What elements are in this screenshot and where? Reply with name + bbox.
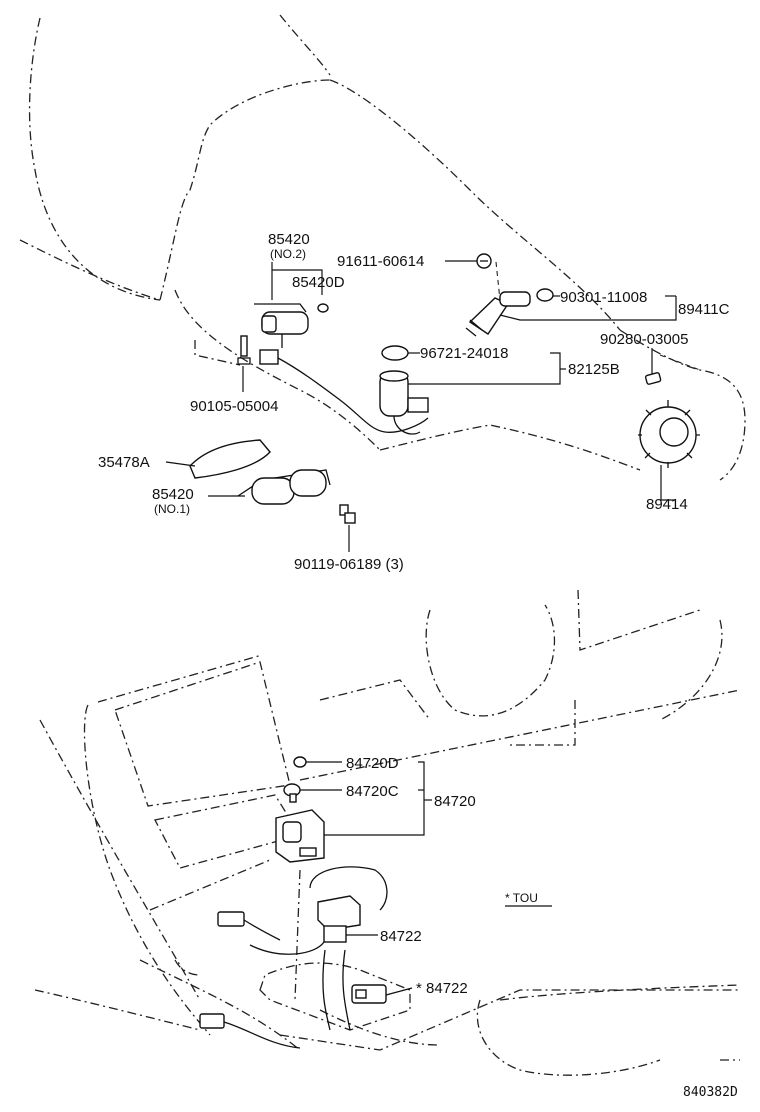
label-84720c: 84720C xyxy=(346,783,399,800)
connector-left-lower xyxy=(199,1013,301,1049)
vehicle-body-outline-top xyxy=(19,14,746,481)
label-82125b: 82125B xyxy=(568,361,620,378)
switch-84722-tou xyxy=(351,984,387,1004)
shift-lever-boot xyxy=(309,866,388,1031)
label-35478a: 35478A xyxy=(98,454,150,471)
label-84722: 84722 xyxy=(380,928,422,945)
switch-84720 xyxy=(275,809,325,863)
label-89411c: 89411C xyxy=(678,301,730,318)
solenoid-85420-no2 xyxy=(254,303,429,433)
label-85420-no2: 85420 xyxy=(268,231,310,248)
part-84720d xyxy=(293,756,307,768)
label-tou-note: * TOU xyxy=(505,891,538,905)
label-84720d: 84720D xyxy=(346,755,399,772)
o-ring-85420d xyxy=(317,303,329,313)
bolt-90119 xyxy=(339,504,356,524)
timing-rotor-89414 xyxy=(638,400,700,468)
key-90280 xyxy=(644,372,662,385)
label-90301: 90301-11008 xyxy=(560,289,647,306)
grommet-96721 xyxy=(381,345,409,361)
label-90105: 90105-05004 xyxy=(190,398,278,415)
label-91611: 91611-60614 xyxy=(337,253,424,270)
diagram-id: 840382D xyxy=(683,1085,738,1100)
label-85420-no1: 85420 xyxy=(152,486,194,503)
label-89414: 89414 xyxy=(646,496,688,513)
label-85420d: 85420D xyxy=(292,274,345,291)
connector-82125b xyxy=(379,370,429,435)
leader-lines-top xyxy=(165,260,677,552)
part-84720c xyxy=(283,783,301,803)
o-ring-90301 xyxy=(536,288,554,302)
solenoid-85420-no1 xyxy=(237,469,331,505)
bolt-90105 xyxy=(237,335,251,365)
label-90280: 90280-03005 xyxy=(600,331,688,348)
label-no1: (NO.1) xyxy=(154,502,190,516)
guide-line-91611 xyxy=(495,261,501,301)
label-96721: 96721-24018 xyxy=(420,345,508,362)
label-no2: (NO.2) xyxy=(270,247,306,261)
label-84720: 84720 xyxy=(434,793,476,810)
connector-left-upper xyxy=(217,911,281,941)
bracket-35478a xyxy=(189,439,271,479)
nut-91611 xyxy=(476,253,492,269)
label-90119: 90119-06189 (3) xyxy=(294,556,404,573)
label-84722-tou: * 84722 xyxy=(416,980,468,997)
sensor-89411c xyxy=(465,291,531,337)
switch-84722 xyxy=(249,895,361,955)
vehicle-interior-outline-bottom xyxy=(34,589,741,1076)
leader-lines-bottom xyxy=(300,761,432,996)
